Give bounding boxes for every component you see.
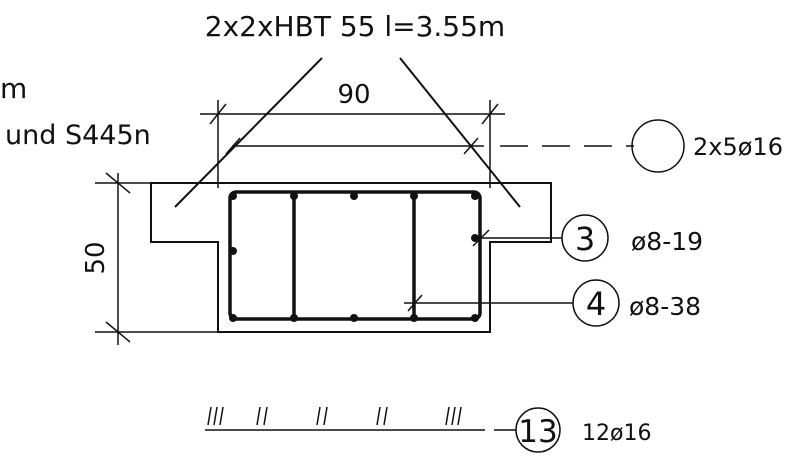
mark-4-circle bbox=[572, 279, 620, 327]
stirrups bbox=[228, 190, 482, 321]
height-dimension bbox=[95, 172, 218, 345]
rebar-dot bbox=[350, 192, 358, 200]
rebar-dot bbox=[229, 314, 237, 322]
width-dimension bbox=[200, 100, 505, 188]
schematic-tick bbox=[256, 406, 261, 426]
mark-3-number: 3 bbox=[575, 220, 595, 258]
rebar-dot bbox=[290, 192, 298, 200]
title-label: 2x2xHBT 55 l=3.55m bbox=[205, 10, 505, 43]
rebar-dot bbox=[471, 192, 479, 200]
width-tick-right bbox=[481, 103, 499, 125]
mark-13-circle bbox=[515, 407, 561, 453]
mark-13-label: 12ø16 bbox=[582, 421, 651, 446]
bar-spacing-schematic bbox=[205, 406, 561, 453]
rebar-dot bbox=[350, 314, 358, 322]
mark-3-circle bbox=[561, 214, 609, 262]
mark-4-leader bbox=[404, 279, 620, 327]
mark-4-number: 4 bbox=[586, 285, 606, 323]
height-dim-label: 50 bbox=[81, 241, 111, 274]
schematic-tick bbox=[263, 406, 268, 426]
concrete-section-outline bbox=[150, 182, 552, 333]
schematic-tick bbox=[316, 406, 321, 426]
outer-stirrup bbox=[228, 190, 482, 321]
width-tick-left bbox=[209, 103, 227, 125]
mark-3-label: ø8-19 bbox=[631, 227, 703, 256]
schematic-tick bbox=[457, 406, 462, 426]
schematic-tick bbox=[213, 406, 218, 426]
top-bars-tick-left bbox=[225, 137, 241, 155]
top-bars-callout-label: 2x5ø16 bbox=[693, 133, 783, 161]
mark-4-label: ø8-38 bbox=[629, 292, 701, 321]
left-clipped-label-2: und S445n bbox=[5, 120, 151, 151]
hbt-line-right bbox=[399, 57, 521, 208]
schematic-tick bbox=[451, 406, 456, 426]
rebar-dot bbox=[471, 314, 479, 322]
top-bars-tick-right bbox=[463, 137, 479, 155]
width-dim-label: 90 bbox=[337, 80, 370, 110]
rebar-dot bbox=[410, 192, 418, 200]
top-bars-callout-circle bbox=[631, 119, 685, 173]
top-bars-leader bbox=[225, 119, 685, 173]
hbt-line-left bbox=[174, 57, 323, 208]
height-tick-top bbox=[105, 172, 131, 194]
mark-3-tick bbox=[472, 229, 490, 247]
left-clipped-label-1: m bbox=[0, 72, 27, 105]
schematic-tick bbox=[383, 406, 388, 426]
rebar-dot bbox=[290, 314, 298, 322]
rebar-dot bbox=[410, 314, 418, 322]
rebar-dot bbox=[229, 247, 237, 255]
schematic-tick bbox=[445, 406, 450, 426]
rebar-dots bbox=[229, 192, 479, 322]
rebar-dot bbox=[229, 192, 237, 200]
height-tick-bottom bbox=[105, 321, 131, 343]
schematic-tick bbox=[207, 406, 212, 426]
schematic-tick bbox=[219, 406, 224, 426]
schematic-tick bbox=[376, 406, 381, 426]
schematic-tick bbox=[323, 406, 328, 426]
mark-4-tick bbox=[407, 294, 423, 312]
mark-13-number: 13 bbox=[518, 414, 557, 450]
mark-3-leader bbox=[472, 214, 609, 262]
